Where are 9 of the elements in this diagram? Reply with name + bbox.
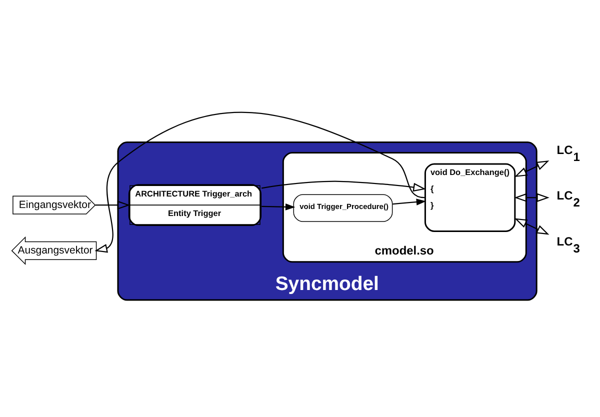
arrow: [95, 200, 130, 210]
arrow: [94, 112, 425, 252]
arrow: [514, 192, 550, 202]
arrow: [514, 160, 550, 176]
arrow: [392, 198, 426, 205]
node-box: void Trigger_Procedure(): [293, 194, 393, 222]
arrow: [514, 218, 550, 234]
arrow: [262, 203, 296, 210]
arrow: [261, 180, 426, 192]
